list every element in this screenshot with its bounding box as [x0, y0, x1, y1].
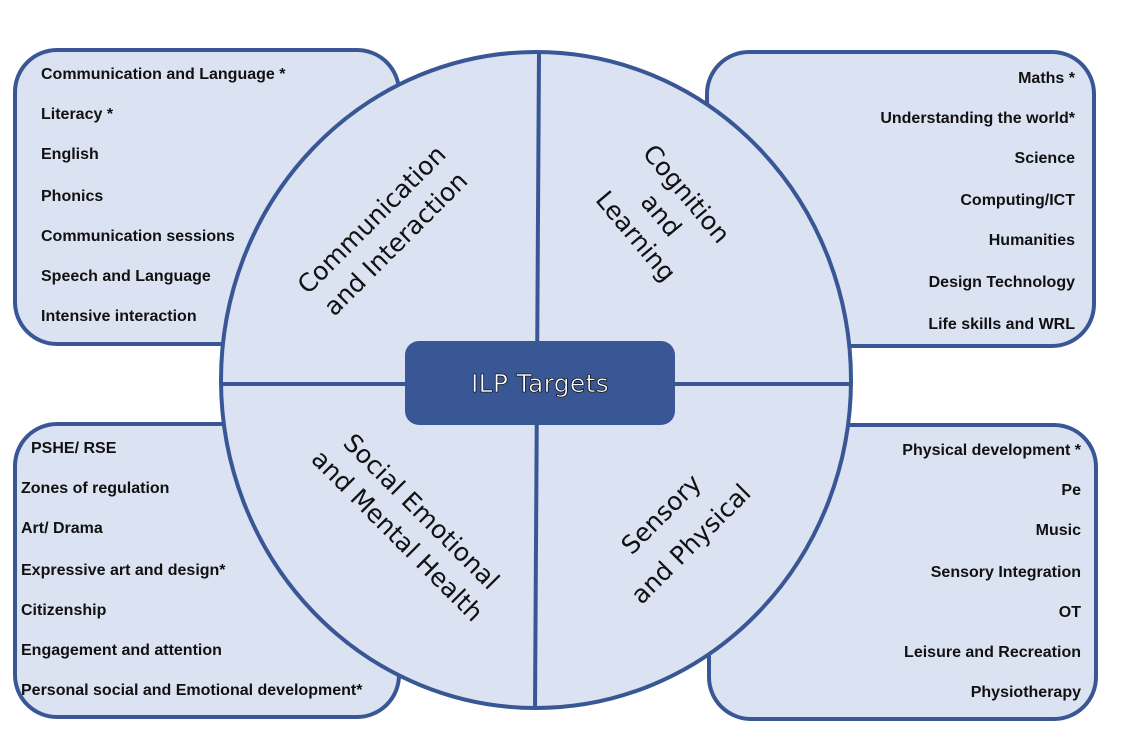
ilp-targets-title: ILP Targets [471, 368, 609, 398]
list-item: Design Technology [928, 274, 1075, 291]
list-item: Engagement and attention [21, 642, 222, 659]
list-item: Personal social and Emotional developmen… [21, 682, 363, 699]
list-item: Understanding the world* [880, 110, 1075, 127]
list-item: Phonics [41, 188, 104, 205]
list-item: Computing/ICT [960, 192, 1075, 209]
list-item: Communication and Language * [41, 66, 286, 83]
list-item: Sensory Integration [930, 564, 1081, 581]
list-item: Humanities [988, 232, 1075, 249]
list-item: Leisure and Recreation [904, 644, 1081, 661]
list-item: Physical development * [902, 442, 1081, 459]
list-item: Life skills and WRL [928, 316, 1075, 333]
list-item: Speech and Language [41, 268, 211, 285]
list-item: Intensive interaction [41, 308, 197, 325]
list-item: OT [1058, 604, 1081, 621]
list-item: Communication sessions [41, 228, 235, 245]
list-item: Expressive art and design* [21, 562, 226, 579]
list-item: Citizenship [21, 602, 107, 619]
list-item: Music [1035, 522, 1081, 539]
ilp-targets-title-box: ILP Targets [405, 341, 675, 425]
list-item: Pe [1061, 482, 1081, 499]
list-item: PSHE/ RSE [31, 440, 117, 457]
list-item: Physiotherapy [970, 684, 1081, 701]
list-item: Zones of regulation [21, 480, 170, 497]
list-item: Literacy * [41, 106, 114, 123]
list-item: Art/ Drama [21, 520, 103, 537]
list-item: Science [1014, 150, 1075, 167]
list-item: English [41, 146, 99, 163]
list-item: Maths * [1018, 70, 1075, 87]
